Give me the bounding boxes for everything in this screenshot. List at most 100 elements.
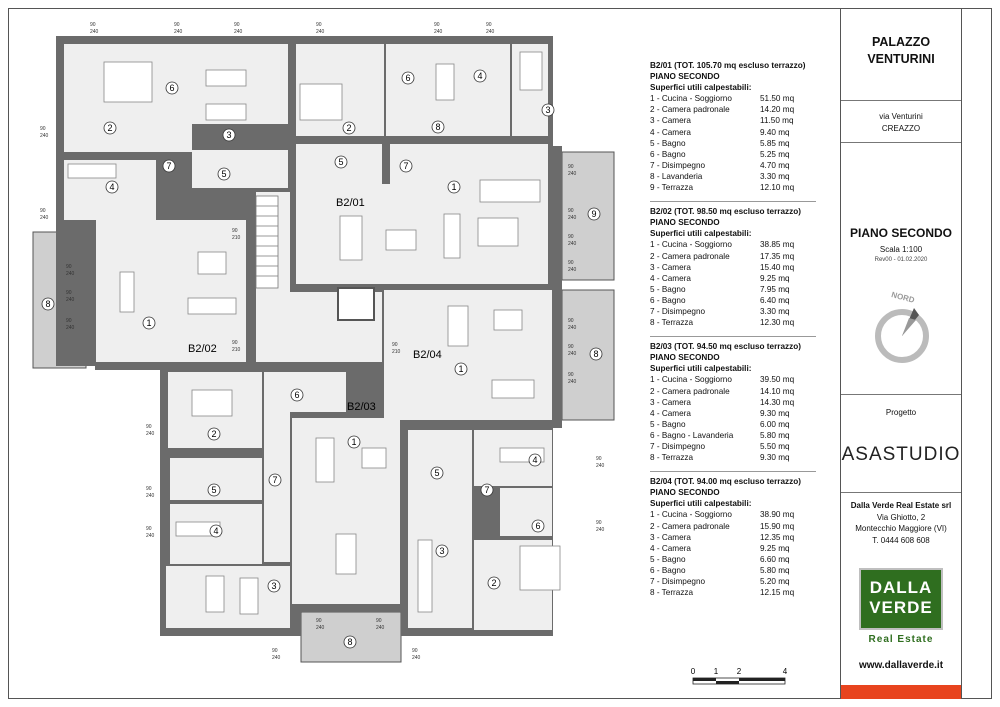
room-area: 12.30 mq (760, 318, 795, 328)
revision: Rev00 - 01.02.2020 (874, 257, 928, 263)
room-name: 1 - Cucina - Soggiorno (650, 510, 732, 520)
room-name: 8 - Lavanderia (650, 171, 703, 181)
room-area: 6.40 mq (760, 295, 790, 305)
svg-text:240: 240 (90, 29, 99, 35)
svg-text:90: 90 (174, 22, 180, 28)
svg-text:90: 90 (232, 340, 238, 346)
room-name: 5 - Bagno (650, 419, 686, 429)
unit-block: B2/03 (TOT. 94.50 mq escluso terrazzo)PI… (650, 341, 810, 463)
room-area: 14.30 mq (760, 397, 795, 407)
room-num: 7 (272, 475, 277, 485)
svg-text:90: 90 (232, 228, 238, 234)
svg-text:240: 240 (412, 655, 421, 661)
svg-text:90: 90 (316, 618, 322, 624)
room-name: 6 - Bagno (650, 149, 686, 159)
svg-text:90: 90 (66, 264, 72, 270)
svg-text:90: 90 (412, 648, 418, 654)
room-row: 8 - Terrazza 12.30 mq (650, 317, 810, 328)
room-row: 2 - Camera padronale 17.35 mq (650, 251, 810, 262)
room-num: 6 (405, 73, 410, 83)
room-num: 8 (347, 637, 352, 647)
svg-text:90: 90 (90, 22, 96, 28)
staircase (255, 195, 279, 289)
room-num: 2 (346, 123, 351, 133)
room-name: 2 - Camera padronale (650, 251, 730, 261)
room-name: 7 - Disimpegno (650, 160, 706, 170)
sheet-frame (8, 8, 992, 699)
svg-text:240: 240 (272, 655, 281, 661)
svg-text:240: 240 (568, 267, 577, 273)
unit-title: B2/04 (TOT. 94.00 mq escluso terrazzo) (650, 477, 801, 487)
unit-label-b204: B2/04 (413, 349, 442, 361)
svg-text:240: 240 (66, 297, 75, 303)
svg-text:240: 240 (316, 625, 325, 631)
room-num: 7 (484, 485, 489, 495)
svg-text:240: 240 (66, 271, 75, 277)
room-name: 8 - Terrazza (650, 318, 694, 328)
client-name: Dalla Verde Real Estate srl (850, 501, 952, 510)
svg-text:210: 210 (232, 347, 241, 353)
svg-text:240: 240 (486, 29, 495, 35)
room-number-text: 2 3 6 2 6 4 3 8 4 7 5 5 7 1 9 8 1 1 8 2 … (45, 71, 598, 647)
room-num: 5 (211, 485, 216, 495)
room-num: 8 (45, 299, 50, 309)
room-name: 4 - Camera (650, 408, 691, 418)
room-name: 6 - Bagno (650, 565, 686, 575)
room-name: 7 - Disimpegno (650, 306, 706, 316)
svg-text:240: 240 (568, 241, 577, 247)
room-num: 7 (166, 161, 171, 171)
room-area: 12.35 mq (760, 532, 795, 542)
svg-text:90: 90 (568, 234, 574, 240)
svg-text:90: 90 (146, 424, 152, 430)
logo-line1: DALLA (869, 578, 933, 597)
website-link[interactable]: www.dallaverde.it (858, 660, 944, 671)
unit-labels: B2/01 B2/02 B2/03 B2/04 (188, 197, 442, 413)
floor-plan: 2 3 6 2 6 4 3 8 4 7 5 5 7 1 9 8 1 1 8 2 … (32, 22, 615, 663)
room-row: 3 - Camera 11.50 mq (650, 115, 810, 126)
scale: Scala 1:100 (879, 245, 923, 254)
room-name: 4 - Camera (650, 273, 691, 283)
room-num: 8 (593, 349, 598, 359)
room-num: 4 (109, 182, 114, 192)
svg-text:90: 90 (272, 648, 278, 654)
room-area: 17.35 mq (760, 251, 795, 261)
room-area: 38.90 mq (760, 510, 795, 520)
unit-floor: PIANO SECONDO (650, 72, 720, 82)
room-area: 5.80 mq (760, 565, 790, 575)
terrace-b204 (561, 289, 615, 421)
room-area: 39.50 mq (760, 375, 795, 385)
scale-tick-1: 1 (714, 667, 719, 676)
room-area: 12.15 mq (760, 588, 795, 598)
svg-text:240: 240 (568, 215, 577, 221)
svg-text:90: 90 (486, 22, 492, 28)
address: via Venturini CREAZZO (841, 111, 961, 135)
room-name: 3 - Camera (650, 116, 691, 126)
room-num: 5 (338, 157, 343, 167)
room-area: 3.30 mq (760, 171, 790, 181)
room-num: 6 (535, 521, 540, 531)
client-street: Via Ghiotto, 2 (876, 512, 926, 522)
svg-text:90: 90 (568, 260, 574, 266)
svg-text:240: 240 (146, 493, 155, 499)
svg-text:90: 90 (568, 372, 574, 378)
svg-text:90: 90 (568, 318, 574, 324)
room-area: 6.60 mq (760, 554, 790, 564)
room-name: 5 - Bagno (650, 138, 686, 148)
svg-text:240: 240 (568, 325, 577, 331)
client-phone: T. 0444 608 608 (872, 535, 930, 545)
room-name: 5 - Bagno (650, 284, 686, 294)
divider (650, 471, 816, 473)
room-area: 11.50 mq (760, 116, 794, 126)
svg-text:90: 90 (40, 126, 46, 132)
surfaces-label: Superfici utili calpestabili: (650, 364, 752, 374)
room-area: 5.25 mq (760, 149, 790, 159)
